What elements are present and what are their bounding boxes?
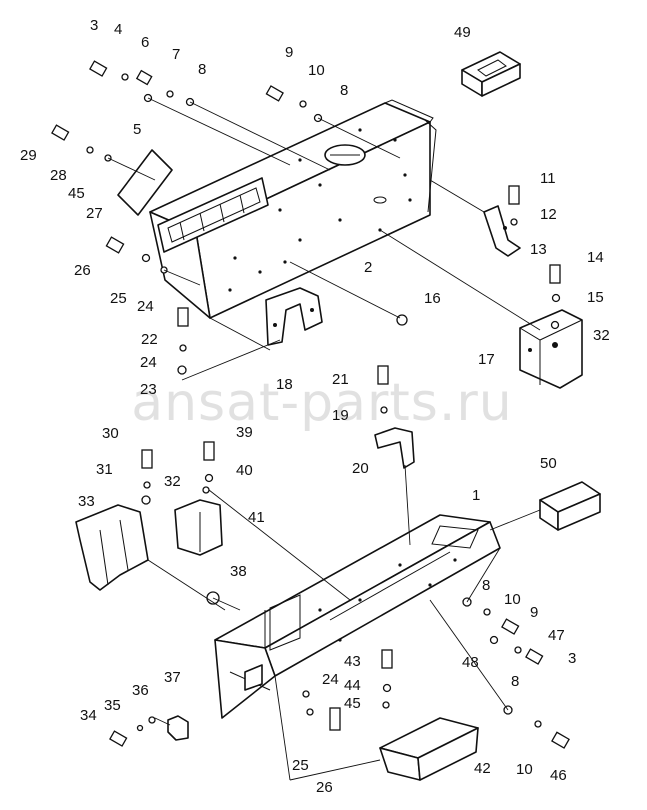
label-31: 31 [96,461,113,478]
label-13: 13 [530,241,547,258]
label-19: 19 [332,407,349,424]
label-45b: 45 [344,695,361,712]
bracket-41 [174,499,223,556]
label-44: 44 [344,677,361,694]
label-34: 34 [80,707,97,724]
label-22: 22 [141,331,158,348]
label-26b: 26 [316,779,333,796]
bracket-33 [75,504,149,591]
label-41: 41 [248,509,265,526]
label-15: 15 [587,289,604,306]
label-10b: 10 [504,591,521,608]
label-11: 11 [540,170,556,187]
mount-17 [519,309,583,389]
label-29: 29 [20,147,37,164]
label-4: 4 [114,21,122,38]
label-40: 40 [236,462,253,479]
label-39: 39 [236,424,253,441]
label-50: 50 [540,455,557,472]
label-48: 48 [462,654,479,671]
clip-37 [167,715,189,741]
cover-plate [117,149,173,216]
label-12: 12 [540,206,557,223]
label-49: 49 [454,24,471,41]
label-27: 27 [86,205,103,222]
label-6: 6 [141,34,149,51]
label-37: 37 [164,669,181,686]
label-33: 33 [78,493,95,510]
label-14: 14 [587,249,604,266]
label-1: 1 [472,487,480,504]
label-2: 2 [364,259,372,276]
label-3: 3 [90,17,98,34]
tray-42 [379,717,479,781]
label-30: 30 [102,425,119,442]
label-24c: 24 [322,671,339,688]
label-5: 5 [133,121,141,138]
bracket-13 [483,205,521,257]
label-25b: 25 [292,757,309,774]
label-20: 20 [352,460,369,477]
label-46: 46 [550,767,567,784]
label-8: 8 [198,61,206,78]
label-28: 28 [50,167,67,184]
fasteners [51,60,570,749]
label-24b: 24 [140,354,157,371]
label-10: 10 [308,62,325,79]
label-23: 23 [140,381,157,398]
label-9b: 9 [530,604,538,621]
upper-frame [149,99,437,319]
label-32b: 32 [164,473,181,490]
label-8c: 8 [482,577,490,594]
label-26: 26 [74,262,91,279]
label-38: 38 [230,563,247,580]
label-8b: 8 [340,82,348,99]
callout-labels: 3 4 6 7 8 5 9 10 8 49 29 28 45 27 11 12 … [20,17,610,796]
watermark: ansat-parts.ru [131,373,513,433]
label-16: 16 [424,290,441,307]
label-9: 9 [285,44,293,61]
label-18: 18 [276,376,293,393]
label-21: 21 [332,371,349,388]
label-47: 47 [548,627,565,644]
label-3b: 3 [568,650,576,667]
label-36: 36 [132,682,149,699]
label-43: 43 [344,653,361,670]
bracket-20 [374,427,415,469]
label-35: 35 [104,697,121,714]
bracket-18 [265,287,323,346]
label-24: 24 [137,298,154,315]
label-32: 32 [593,327,610,344]
label-10c: 10 [516,761,533,778]
assembly-lines [107,97,541,781]
label-7: 7 [172,46,180,63]
label-25: 25 [110,290,127,307]
label-45: 45 [68,185,85,202]
label-42: 42 [474,760,491,777]
label-17: 17 [478,351,495,368]
label-8d: 8 [511,673,519,690]
bracket-50 [539,481,601,531]
bracket-49 [461,51,521,97]
